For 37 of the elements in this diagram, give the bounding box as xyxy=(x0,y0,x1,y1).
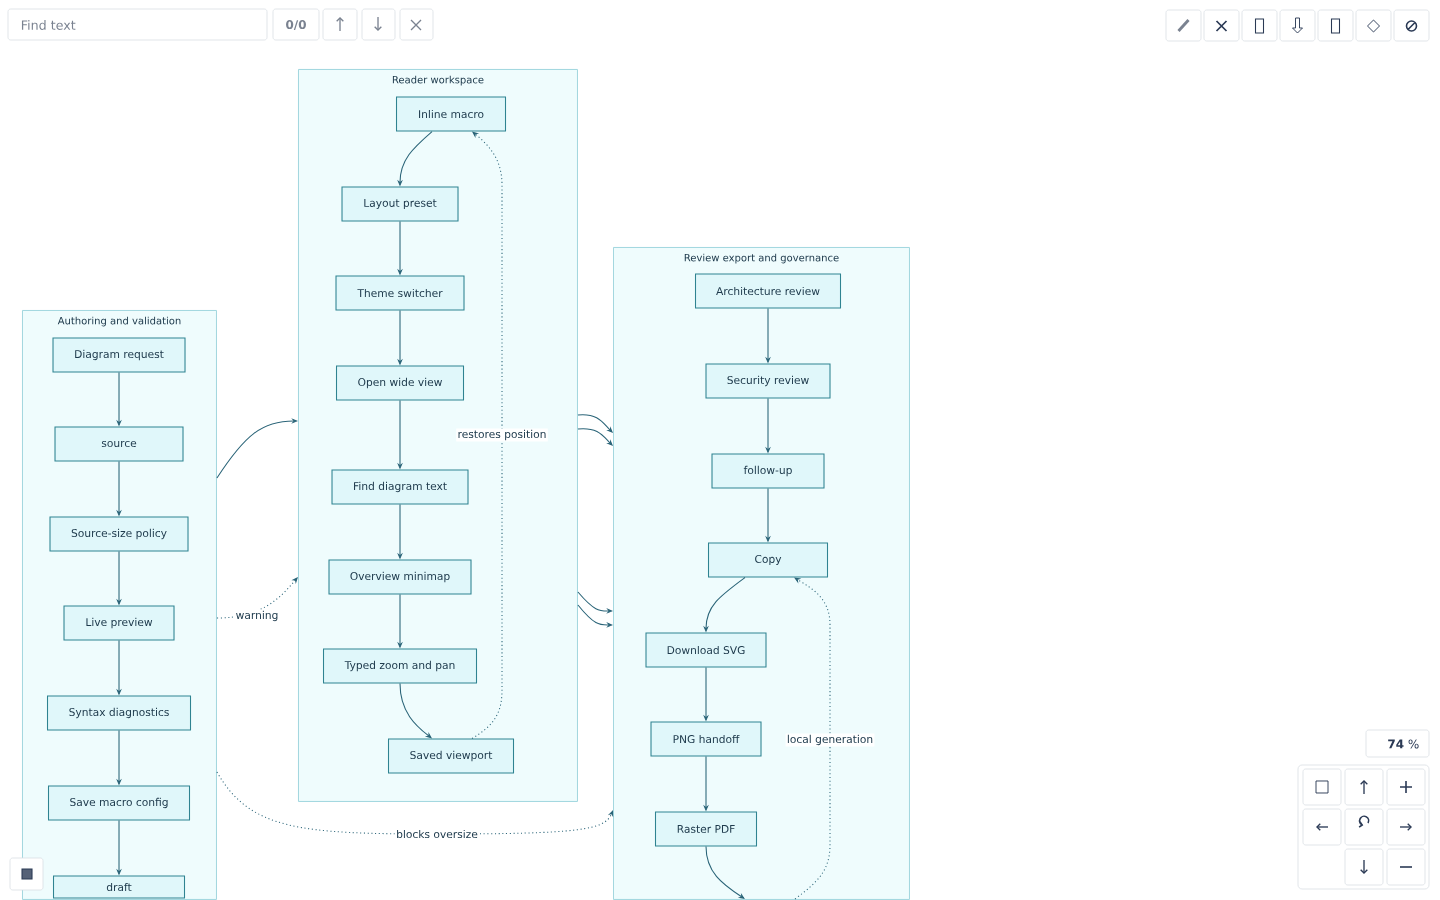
process-box: Raster PDF xyxy=(654,811,758,847)
process-box: Download SVG xyxy=(645,632,767,668)
arrow xyxy=(705,846,745,899)
match-counter: 0/0 xyxy=(272,8,320,41)
process-box: Copy xyxy=(707,542,829,578)
process-box: Security review xyxy=(705,363,831,399)
arrow xyxy=(577,428,613,446)
process-box: Saved viewport xyxy=(387,738,515,774)
arrow xyxy=(577,414,613,433)
arrow xyxy=(471,131,503,739)
process-box: draft xyxy=(52,875,186,899)
process-box: Source-size policy xyxy=(49,516,189,552)
zoom-percent: 74 % xyxy=(1365,729,1430,758)
process-box: Open wide view xyxy=(335,365,465,401)
process-box: Layout preset xyxy=(341,186,459,222)
search-field: Find text xyxy=(7,8,268,41)
process-box: Find diagram text xyxy=(331,469,469,505)
process-box: Theme switcher xyxy=(335,275,465,311)
process-box: source xyxy=(54,426,184,462)
arrow xyxy=(399,683,432,739)
process-box: Syntax diagnostics xyxy=(46,695,192,731)
process-box: Live preview xyxy=(63,605,175,641)
process-box: Save macro config xyxy=(47,785,191,821)
process-box: PNG handoff xyxy=(650,721,762,757)
arrow xyxy=(577,604,613,628)
process-box: Architecture review xyxy=(694,273,842,309)
process-box: Typed zoom and pan xyxy=(322,648,478,684)
arrow xyxy=(216,577,298,619)
edge-label: blocks oversize xyxy=(394,828,480,840)
arrow xyxy=(794,577,831,900)
process-box: Diagram request xyxy=(52,337,186,373)
process-box: Overview minimap xyxy=(328,559,472,595)
arrow xyxy=(577,591,613,614)
arrow xyxy=(216,418,298,479)
process-box: Inline macro xyxy=(395,96,507,132)
process-box: follow-up xyxy=(711,453,825,489)
edge-label: warning xyxy=(234,609,280,623)
